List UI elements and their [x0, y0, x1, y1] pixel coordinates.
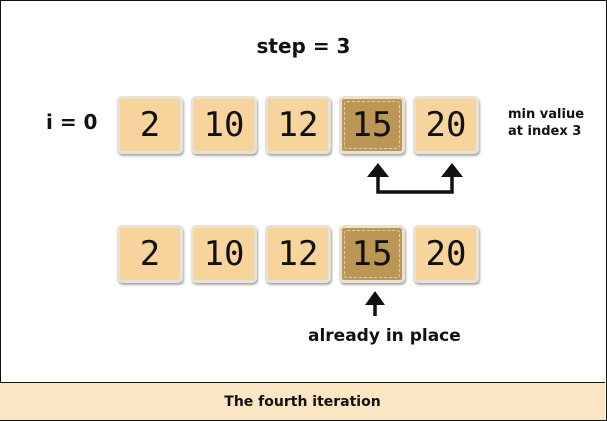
array-tile: 10 [191, 96, 257, 154]
loop-index-label: i = 0 [46, 110, 98, 134]
array-tile: 10 [191, 225, 257, 283]
min-value-note: min valiue at index 3 [508, 106, 604, 140]
note-line-2: at index 3 [508, 124, 582, 139]
step-title: step = 3 [256, 34, 351, 58]
array-tile-highlighted: 15 [339, 96, 405, 154]
array-tile: 20 [413, 225, 479, 283]
array-tile: 2 [117, 96, 183, 154]
array-tile: 20 [413, 96, 479, 154]
footer-banner: The fourth iteration [0, 382, 605, 420]
note-line-1: min valiue [508, 107, 585, 122]
array-tile: 12 [265, 96, 331, 154]
array-tile-highlighted: 15 [339, 225, 405, 283]
array-tile: 2 [117, 225, 183, 283]
swap-arrow-icon [367, 163, 463, 194]
array-tile: 12 [265, 225, 331, 283]
already-in-place-caption: already in place [308, 326, 461, 346]
up-arrow-icon [365, 291, 385, 316]
